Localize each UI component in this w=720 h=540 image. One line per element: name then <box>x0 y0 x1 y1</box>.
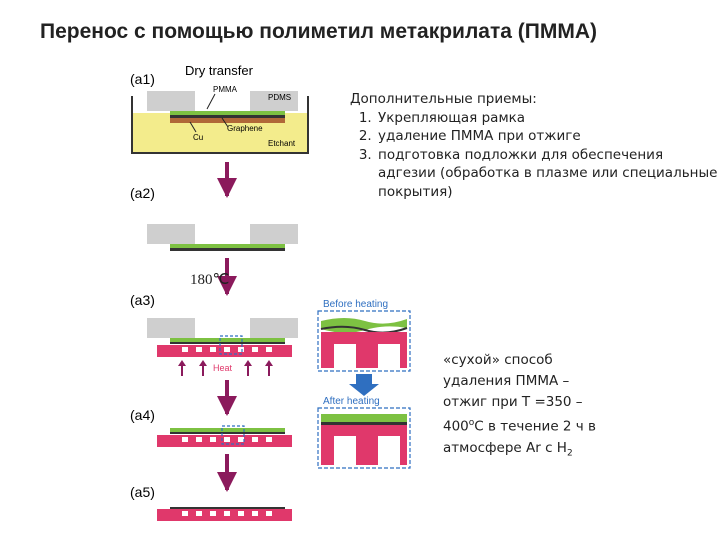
substrate-holes-a4 <box>182 437 272 442</box>
graphene-layer-a4 <box>170 432 285 434</box>
cu-pointer <box>189 121 197 133</box>
after-heating-label: After heating <box>323 396 380 407</box>
pdms-right <box>250 91 298 111</box>
pmma-layer-a3 <box>170 338 285 342</box>
dry-transfer-label: Dry transfer <box>185 63 254 78</box>
substrate-holes-a3 <box>182 347 272 352</box>
page-title: Перенос с помощью полиметил метакрилата … <box>40 20 598 43</box>
step-label-a5: (a5) <box>130 484 155 500</box>
dry-note-line: «сухой» способ <box>443 352 553 368</box>
pdms-left <box>147 91 195 111</box>
step-label-a4: (a4) <box>130 407 155 423</box>
graphene-flat <box>321 422 407 425</box>
pmma-layer-a2 <box>170 244 285 248</box>
pmma-layer <box>170 111 285 115</box>
additional-methods-heading: Дополнительные приемы: <box>350 91 537 107</box>
zoom-box-a3 <box>219 335 243 355</box>
pdms-right-a3 <box>250 318 298 338</box>
pmma-label: PMMA <box>213 85 238 94</box>
step-label-a2: (a2) <box>130 185 155 201</box>
pmma-pointer <box>206 93 216 110</box>
temperature-label: 180℃ <box>190 272 230 288</box>
pdms-right-a2 <box>250 224 298 244</box>
pmma-layer-a4 <box>170 428 285 432</box>
graphene-layer <box>170 115 285 118</box>
heat-label: Heat <box>213 363 233 373</box>
step-label-a3: (a3) <box>130 292 155 308</box>
dry-note-line: удаления ПММА – <box>443 373 570 389</box>
zoom-box-a4 <box>221 425 245 445</box>
cu-foil <box>170 118 285 123</box>
graphene-wavy <box>320 325 408 334</box>
list-item: Укрепляющая рамка <box>376 109 720 128</box>
pdms-label: PDMS <box>268 93 291 102</box>
graphene-layer-a5 <box>170 507 285 509</box>
blue-down-arrow <box>349 374 379 396</box>
step-label-a1: (a1) <box>130 71 155 87</box>
graphene-label: Graphene <box>227 124 263 133</box>
graphene-layer-a3 <box>170 342 285 344</box>
dry-note-line: отжиг при T =350 – <box>443 394 583 410</box>
container-walls <box>131 96 309 154</box>
list-item: удаление ПММА при отжиге <box>376 127 720 146</box>
pdms-left-a2 <box>147 224 195 244</box>
substrate-holes-a5 <box>182 511 272 516</box>
graphene-pointer <box>221 117 229 128</box>
dry-method-note: «сухой» способ удаления ПММА – отжиг при… <box>443 350 633 464</box>
cu-label: Cu <box>193 133 203 142</box>
before-heating-label: Before heating <box>323 299 388 310</box>
pmma-wavy <box>321 318 407 333</box>
additional-methods: Дополнительные приемы: Укрепляющая рамка… <box>350 90 720 201</box>
etchant-label: Etchant <box>268 139 296 148</box>
pdms-left-a3 <box>147 318 195 338</box>
graphene-layer-a2 <box>170 248 285 251</box>
dry-note-line: атмосфере Ar с H2 <box>443 439 573 459</box>
list-item: подготовка подложки для обеспечения адге… <box>376 146 720 202</box>
after-heating-inset <box>317 407 411 469</box>
pmma-flat <box>321 414 407 422</box>
additional-methods-list: Укрепляющая рамка удаление ПММА при отжи… <box>350 109 720 202</box>
before-heating-inset <box>317 310 411 372</box>
dry-note-line: 400оС в течение 2 ч в <box>443 418 597 435</box>
